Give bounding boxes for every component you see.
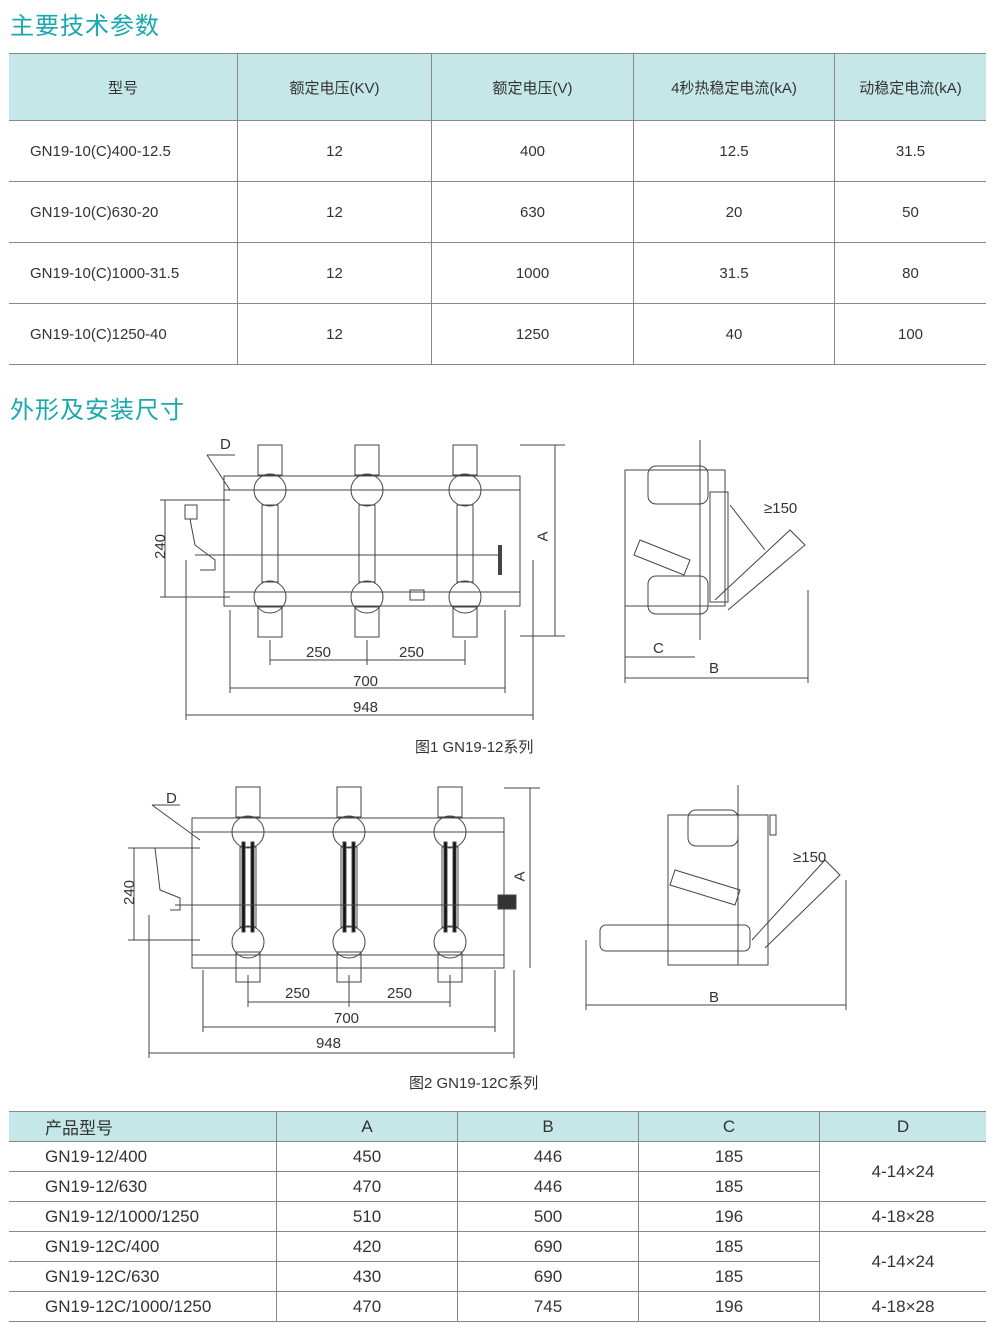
table-cell-d: 4-18×28 (819, 1291, 986, 1322)
table-cell: GN19-12/630 (9, 1171, 277, 1202)
pole-assembly (433, 786, 467, 983)
table-cell: 196 (638, 1201, 820, 1232)
spec-table: 型号 额定电压(KV) 额定电压(V) 4秒热稳定电流(kA) 动稳定电流(kA… (9, 53, 986, 365)
table-cell: 430 (276, 1261, 458, 1292)
table-cell: 1000 (431, 242, 634, 304)
table-cell: 50 (834, 181, 986, 243)
table-cell: 31.5 (633, 242, 835, 304)
dim-label-d: D (220, 436, 231, 453)
table-cell-d: 4-18×28 (819, 1201, 986, 1232)
table-cell: 185 (638, 1171, 820, 1202)
pole-assembly (231, 786, 265, 983)
table-cell: 630 (431, 181, 634, 243)
dim-label-700: 700 (334, 1010, 360, 1027)
table-cell: 31.5 (834, 120, 986, 182)
table-cell: GN19-10(C)400-12.5 (9, 120, 238, 182)
col-header: B (457, 1111, 639, 1142)
dim-label-948: 948 (353, 699, 379, 716)
table-cell: 470 (276, 1171, 458, 1202)
pole-assembly (448, 444, 482, 638)
table-cell: 196 (638, 1291, 820, 1322)
table-cell: GN19-12C/400 (9, 1231, 277, 1262)
dim-label-angle: ≥150 (764, 500, 798, 517)
pole-assembly (332, 786, 366, 983)
table-cell: GN19-10(C)1000-31.5 (9, 242, 238, 304)
col-header: 额定电压(V) (431, 53, 634, 121)
table-cell: 420 (276, 1231, 458, 1262)
col-header: D (819, 1111, 986, 1142)
dim-label-700: 700 (353, 673, 379, 690)
col-header: 型号 (9, 53, 238, 121)
table-cell: 20 (633, 181, 835, 243)
table-cell: 510 (276, 1201, 458, 1232)
table-cell: 80 (834, 242, 986, 304)
dim-label-948: 948 (316, 1035, 342, 1052)
table-cell: 12 (237, 303, 432, 365)
dim-label-240: 240 (121, 879, 139, 906)
figure2-caption: 图2 GN19-12C系列 (409, 1075, 539, 1092)
table-cell: 1250 (431, 303, 634, 365)
pole-assembly (253, 444, 287, 638)
table-cell: 100 (834, 303, 986, 365)
table-cell: GN19-12C/1000/1250 (9, 1291, 277, 1322)
table-cell: 400 (431, 120, 634, 182)
section-title-dimensions: 外形及安装尺寸 (10, 397, 185, 424)
dim-label-250: 250 (387, 985, 413, 1002)
section-title-specs: 主要技术参数 (10, 13, 160, 40)
table-cell: 690 (457, 1231, 639, 1262)
table-cell: GN19-12/1000/1250 (9, 1201, 277, 1232)
table-cell: 446 (457, 1141, 639, 1172)
table-cell: GN19-10(C)1250-40 (9, 303, 238, 365)
dim-label-d: D (166, 790, 177, 807)
table-cell-d: 4-14×24 (819, 1141, 986, 1202)
col-header: 动稳定电流(kA) (834, 53, 986, 121)
table-cell: 185 (638, 1141, 820, 1172)
col-header: C (638, 1111, 820, 1142)
table-cell: 185 (638, 1261, 820, 1292)
table-cell: 12 (237, 181, 432, 243)
table-cell: 12.5 (633, 120, 835, 182)
dim-label-b: B (709, 660, 720, 677)
dim-label-b: B (709, 989, 720, 1006)
dim-label-c: C (653, 640, 664, 657)
table-cell: 500 (457, 1201, 639, 1232)
col-header: 产品型号 (9, 1111, 277, 1142)
dim-label-250: 250 (285, 985, 311, 1002)
dim-label-a: A (511, 871, 529, 882)
table-cell: 446 (457, 1171, 639, 1202)
table-cell: GN19-12C/630 (9, 1261, 277, 1292)
table-cell-d: 4-14×24 (819, 1231, 986, 1292)
table-cell: GN19-12/400 (9, 1141, 277, 1172)
table-cell: 450 (276, 1141, 458, 1172)
table-cell: 40 (633, 303, 835, 365)
col-header: 额定电压(KV) (237, 53, 432, 121)
pole-assembly (350, 444, 384, 638)
table-cell: GN19-10(C)630-20 (9, 181, 238, 243)
table-cell: 690 (457, 1261, 639, 1292)
table-cell: 470 (276, 1291, 458, 1322)
col-header: A (276, 1111, 458, 1142)
table-cell: 745 (457, 1291, 639, 1322)
dim-label-angle: ≥150 (793, 849, 827, 866)
figure1-caption: 图1 GN19-12系列 (415, 739, 534, 756)
dim-label-250: 250 (306, 644, 332, 661)
table-cell: 185 (638, 1231, 820, 1262)
dim-label-250: 250 (399, 644, 425, 661)
col-header: 4秒热稳定电流(kA) (633, 53, 835, 121)
table-cell: 12 (237, 242, 432, 304)
table-cell: 12 (237, 120, 432, 182)
